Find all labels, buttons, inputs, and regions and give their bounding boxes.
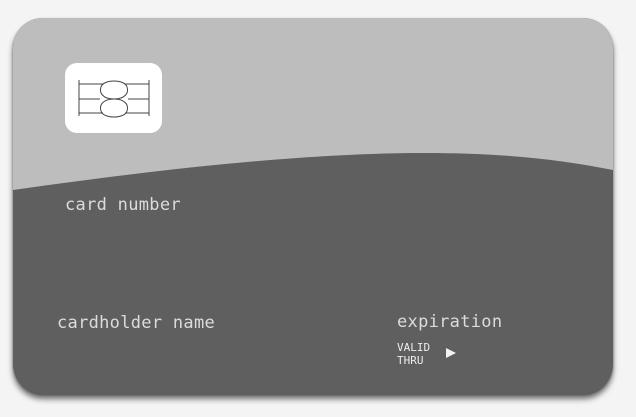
chip-icon <box>65 63 162 133</box>
valid-thru-label: VALID THRU <box>397 341 430 367</box>
play-arrow-icon <box>446 348 456 358</box>
valid-thru-line-2: THRU <box>397 354 424 367</box>
card-number-label: card number <box>65 195 181 215</box>
expiration-label: expiration <box>397 312 503 332</box>
cardholder-name-label: cardholder name <box>57 313 216 333</box>
credit-card: card number cardholder name expiration V… <box>13 18 613 394</box>
valid-thru-line-1: VALID <box>397 341 431 354</box>
card-wave-background <box>13 18 613 190</box>
